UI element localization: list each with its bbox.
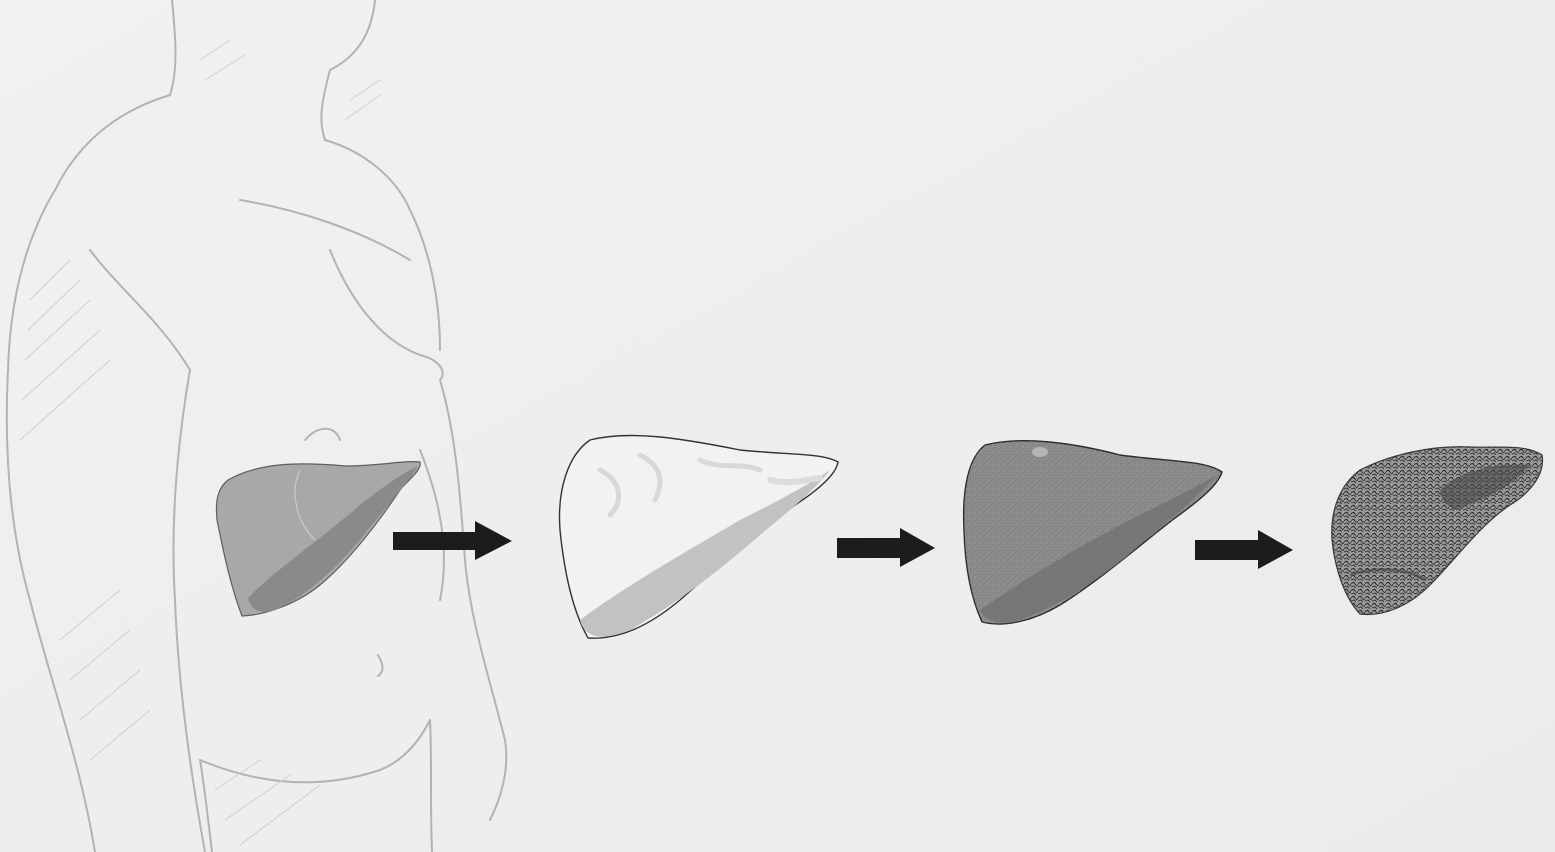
background <box>0 0 1555 852</box>
liver-disease-progression-diagram <box>0 0 1555 852</box>
